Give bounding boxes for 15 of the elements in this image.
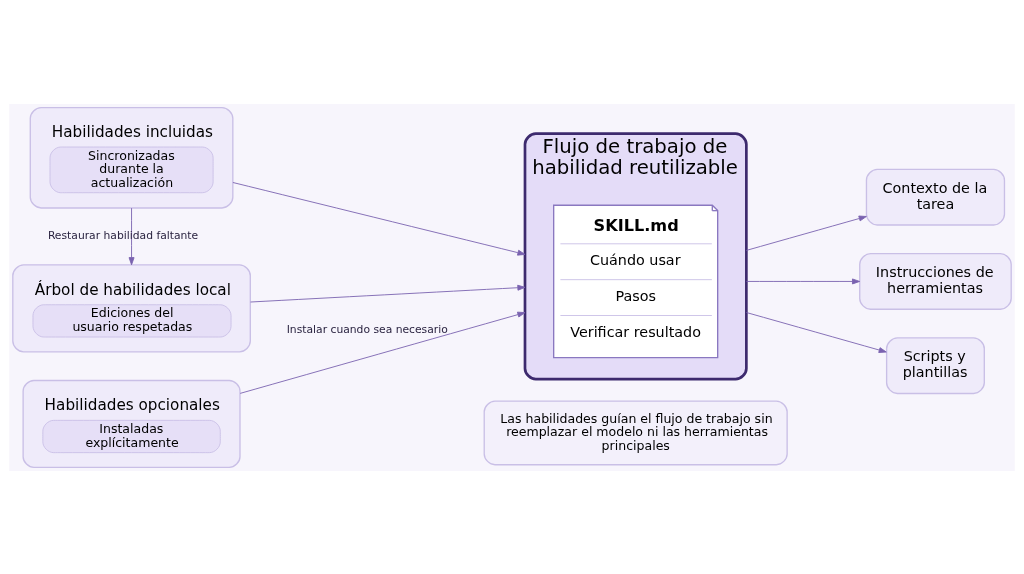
arrow (745, 311, 887, 353)
node-box: Habilidades incluidas Sincronizadas durante la actualización (29, 106, 234, 209)
arrow (239, 311, 526, 394)
arrow (745, 278, 861, 284)
label: Las habilidades guían el flujo de trabajo sin reemplazar el modelo ni las herramientas principales (500, 410, 773, 453)
node-box: Instrucciones de herramientas (859, 252, 1012, 310)
edge-label: Instalar cuando sea necesario (286, 322, 448, 336)
node-box: Contexto de la tarea (865, 168, 1006, 226)
node-box: Scripts y plantillas (885, 336, 985, 394)
node-box: Habilidades opcionales Instaladas explícitamente (22, 379, 241, 468)
node-box: Árbol de habilidades local Ediciones del usuario respetadas (12, 263, 251, 352)
edge-label: Restaurar habilidad faltante (47, 228, 199, 242)
arrow (232, 181, 526, 256)
arrow (250, 284, 526, 302)
arrow (745, 215, 867, 251)
